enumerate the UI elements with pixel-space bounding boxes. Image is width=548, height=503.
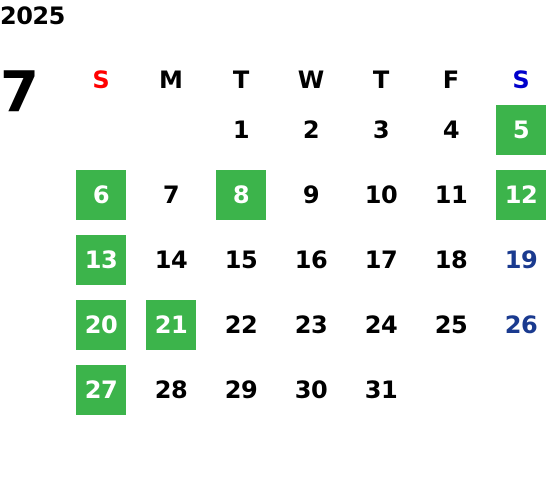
date-cell[interactable]: 16 [294, 246, 328, 274]
weekday-header: M [159, 66, 183, 94]
date-cell[interactable]: 10 [364, 181, 398, 209]
date-cell[interactable]: 7 [162, 181, 180, 209]
date-cell[interactable]: 19 [504, 246, 538, 274]
weekday-header: S [512, 66, 530, 94]
date-cell[interactable]: 3 [372, 116, 390, 144]
weekday-header: T [232, 66, 250, 94]
highlighted-date-cell[interactable]: 8 [216, 170, 266, 220]
highlighted-date-cell[interactable]: 20 [76, 300, 126, 350]
date-cell[interactable]: 28 [154, 376, 188, 404]
date-cell[interactable]: 4 [442, 116, 460, 144]
date-cell[interactable]: 24 [364, 311, 398, 339]
date-cell[interactable]: 11 [434, 181, 468, 209]
weekday-header: T [372, 66, 390, 94]
date-cell[interactable]: 23 [294, 311, 328, 339]
date-cell[interactable]: 9 [302, 181, 320, 209]
highlighted-date-cell[interactable]: 27 [76, 365, 126, 415]
highlighted-date-cell[interactable]: 13 [76, 235, 126, 285]
date-cell[interactable]: 22 [224, 311, 258, 339]
date-cell[interactable]: 14 [154, 246, 188, 274]
weekday-header: F [442, 66, 460, 94]
date-cell[interactable]: 1 [232, 116, 250, 144]
date-cell[interactable]: 31 [364, 376, 398, 404]
month-number: 7 [0, 60, 39, 125]
date-cell[interactable]: 29 [224, 376, 258, 404]
date-cell[interactable]: 30 [294, 376, 328, 404]
weekday-header: S [92, 66, 110, 94]
date-cell[interactable]: 15 [224, 246, 258, 274]
year-label: 2025 [0, 2, 65, 30]
weekday-header: W [297, 66, 325, 94]
date-cell[interactable]: 18 [434, 246, 468, 274]
date-cell[interactable]: 17 [364, 246, 398, 274]
highlighted-date-cell[interactable]: 6 [76, 170, 126, 220]
date-cell[interactable]: 26 [504, 311, 538, 339]
highlighted-date-cell[interactable]: 12 [496, 170, 546, 220]
highlighted-date-cell[interactable]: 21 [146, 300, 196, 350]
highlighted-date-cell[interactable]: 5 [496, 105, 546, 155]
date-cell[interactable]: 25 [434, 311, 468, 339]
date-cell[interactable]: 2 [302, 116, 320, 144]
